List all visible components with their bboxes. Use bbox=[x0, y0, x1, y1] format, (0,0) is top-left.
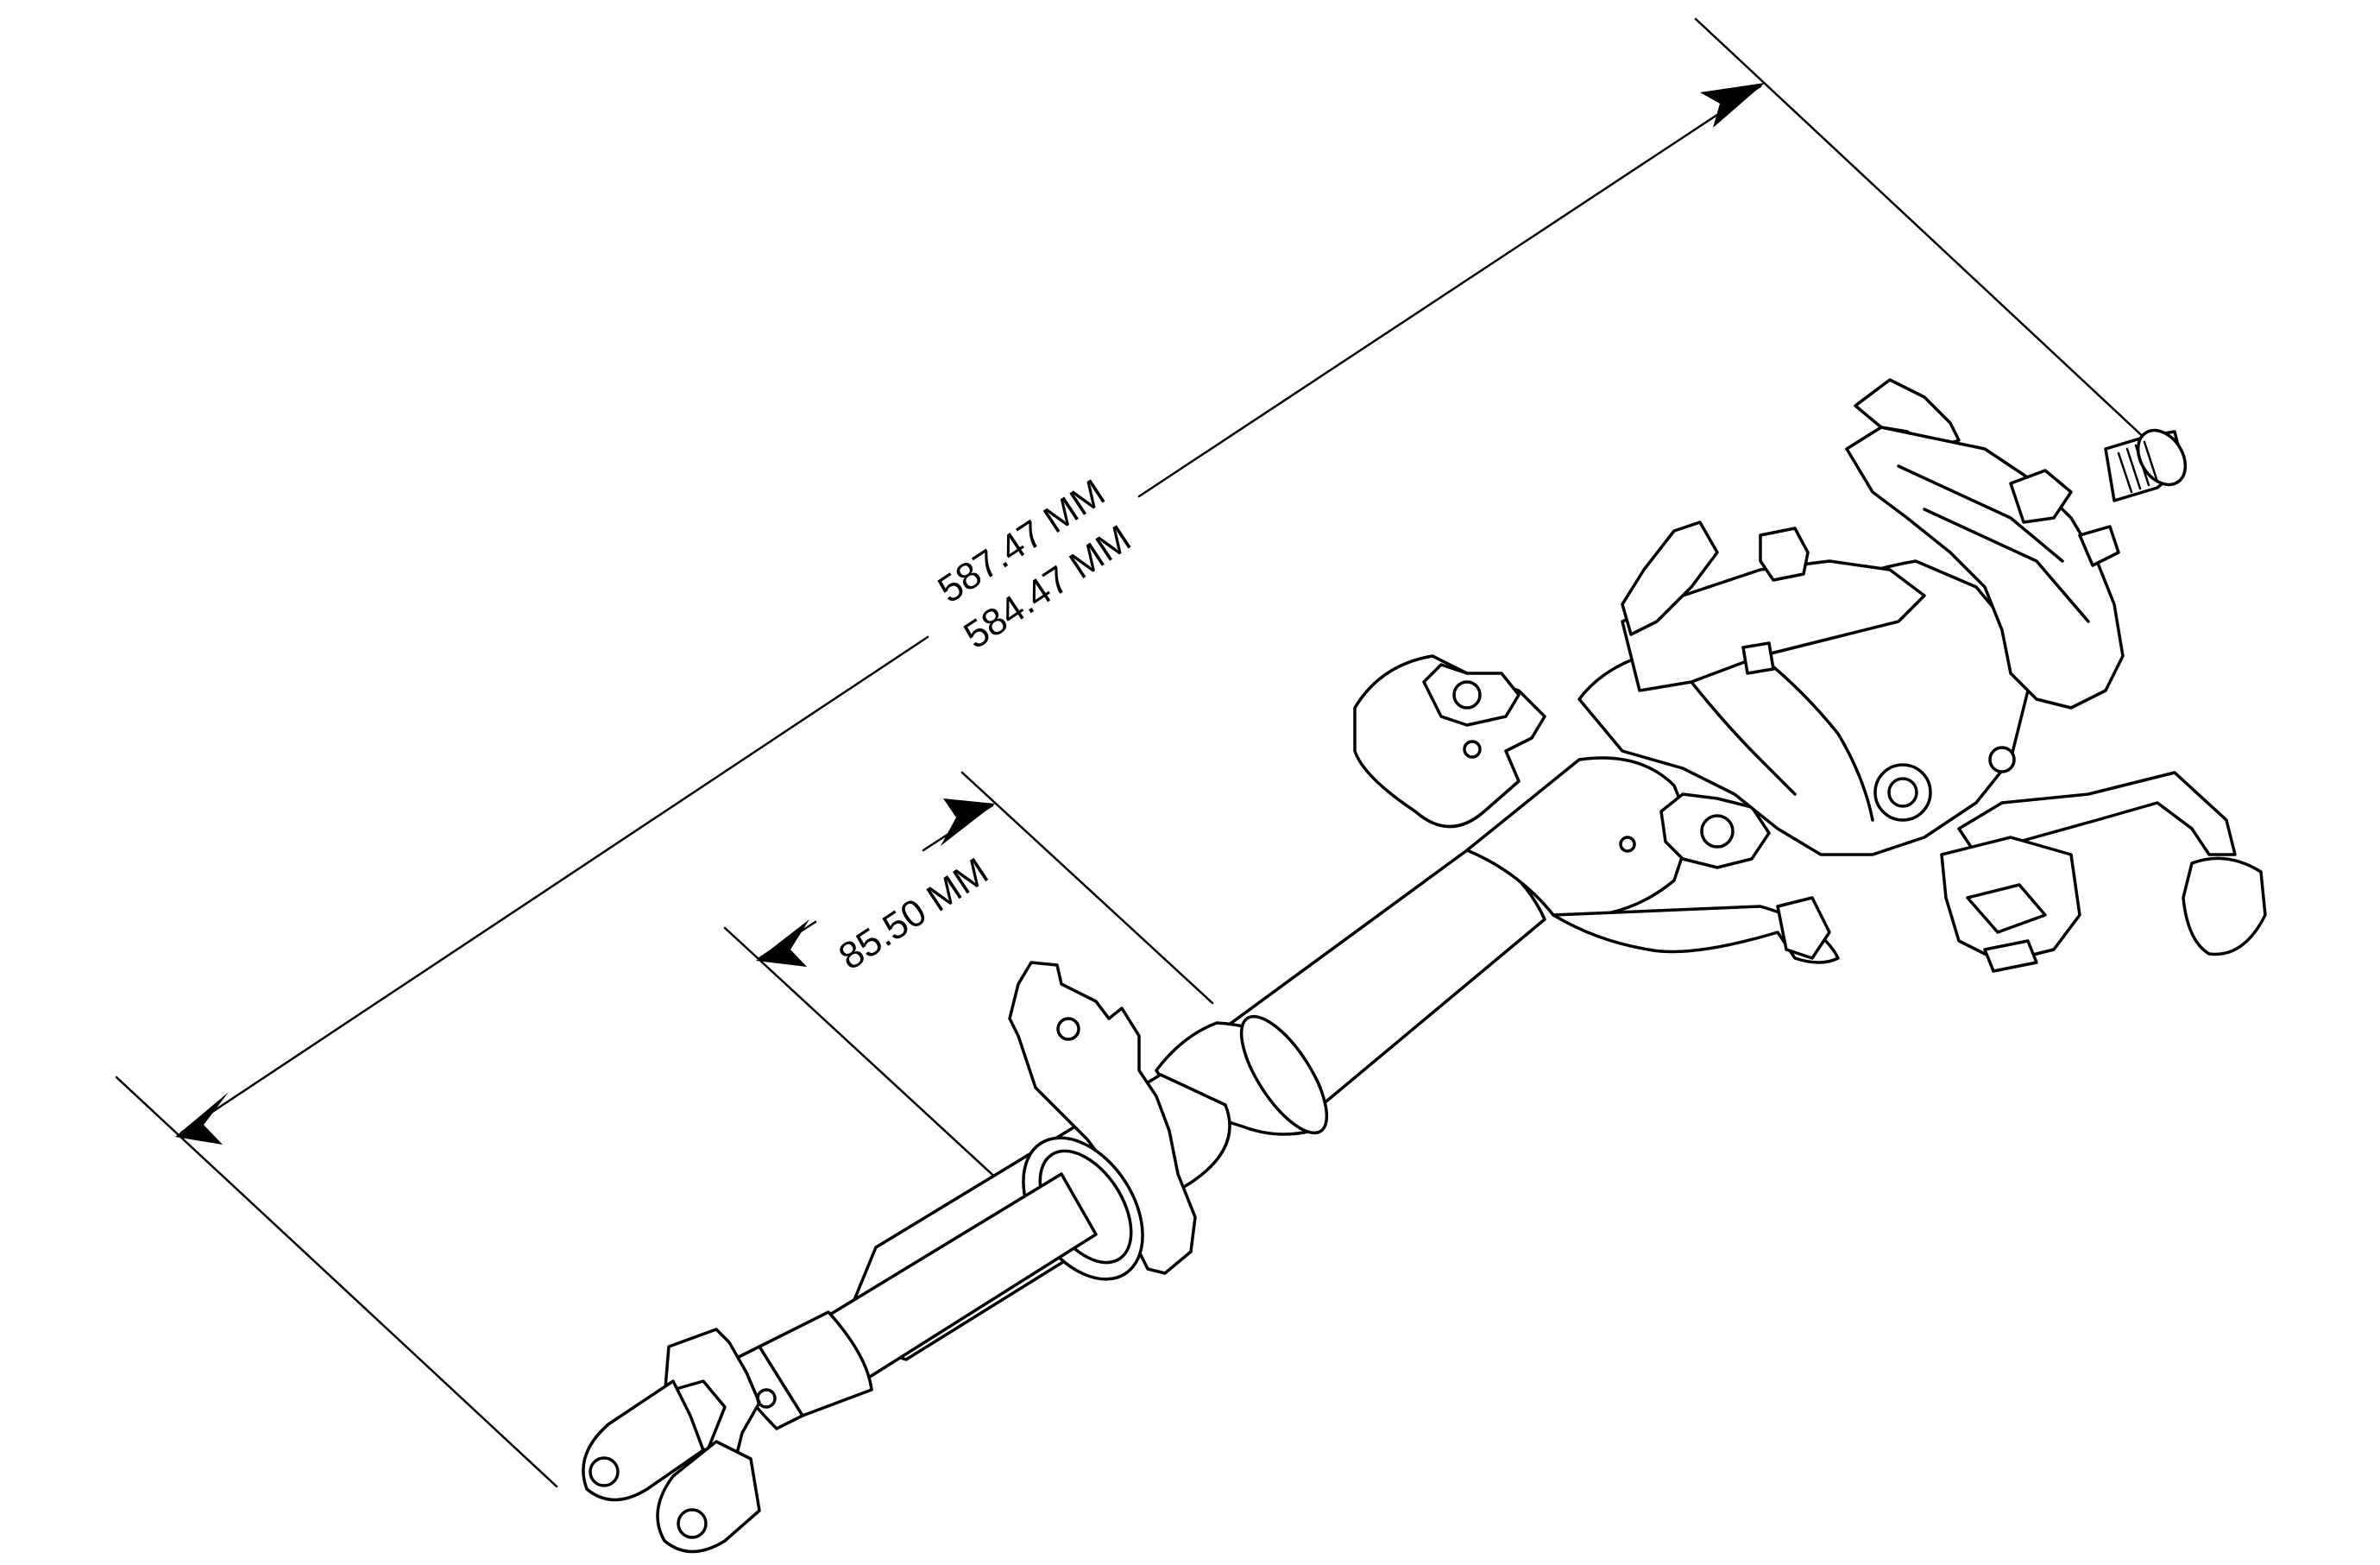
u-joint-ear-left-hole bbox=[589, 1456, 620, 1487]
housing-top-cover bbox=[1621, 559, 1926, 692]
housing-detail-b bbox=[1759, 654, 1874, 822]
offset-dimension-label: 85.50 MM bbox=[831, 849, 995, 978]
offset-arrowhead-right bbox=[941, 798, 995, 846]
tilt-lower-bracket-window bbox=[1966, 883, 2047, 934]
offset-extension-line-left bbox=[723, 926, 1003, 1184]
offset-arrowhead-left bbox=[756, 919, 809, 967]
connector-tab bbox=[2078, 525, 2120, 567]
overall-dimension-line-lower bbox=[179, 635, 929, 1134]
housing-detail-a bbox=[1690, 680, 1797, 796]
bracket-hole bbox=[1056, 1017, 1080, 1041]
overall-dimension-line-upper bbox=[1137, 85, 1762, 498]
tilt-lever-pivot bbox=[1988, 746, 2016, 773]
wing-boss-center bbox=[1452, 680, 1482, 710]
jacket-hole bbox=[1619, 836, 1636, 853]
ignition-switch-connector bbox=[1759, 527, 1810, 582]
upper-jacket-collar bbox=[1465, 756, 1693, 918]
u-joint-ear-right-hole bbox=[677, 1508, 708, 1539]
tilt-lower-bracket bbox=[1940, 836, 2081, 964]
offset-extension-line-right bbox=[960, 771, 1214, 1005]
wing-mount-boss bbox=[1422, 663, 1521, 727]
steering-column-assembly bbox=[582, 378, 2267, 1554]
housing-notch bbox=[1741, 641, 1775, 675]
housing-pivot-inner bbox=[1887, 777, 1918, 808]
housing-pivot-outer bbox=[1873, 763, 1932, 822]
connector-latch bbox=[2009, 469, 2073, 524]
connector-frame-rib-a bbox=[1897, 464, 2064, 563]
tilt-lever-handle bbox=[2182, 856, 2267, 956]
overall-extension-line-left bbox=[115, 1076, 558, 1488]
release-tab bbox=[1776, 896, 1831, 960]
u-joint-pin bbox=[756, 1388, 777, 1409]
center-mounting-bracket bbox=[1008, 961, 1197, 1275]
jacket-mount-boss bbox=[1659, 792, 1771, 869]
wing-hole bbox=[1463, 740, 1482, 759]
u-joint-ear-right bbox=[656, 1440, 761, 1554]
housing-flange bbox=[1621, 521, 1719, 636]
overall-arrowhead-left bbox=[175, 1092, 229, 1145]
overall-extension-line-right bbox=[1694, 17, 2150, 444]
sleeve-ring bbox=[1239, 1014, 1329, 1135]
spline-grooves bbox=[2117, 440, 2159, 494]
u-joint-ear-left bbox=[582, 1379, 705, 1502]
tilt-bracket-clip bbox=[1983, 939, 2038, 973]
overall-arrowhead-right bbox=[1700, 83, 1765, 128]
connector-frame-rib-b bbox=[1923, 508, 2090, 623]
jacket-boss-center bbox=[1700, 814, 1735, 849]
